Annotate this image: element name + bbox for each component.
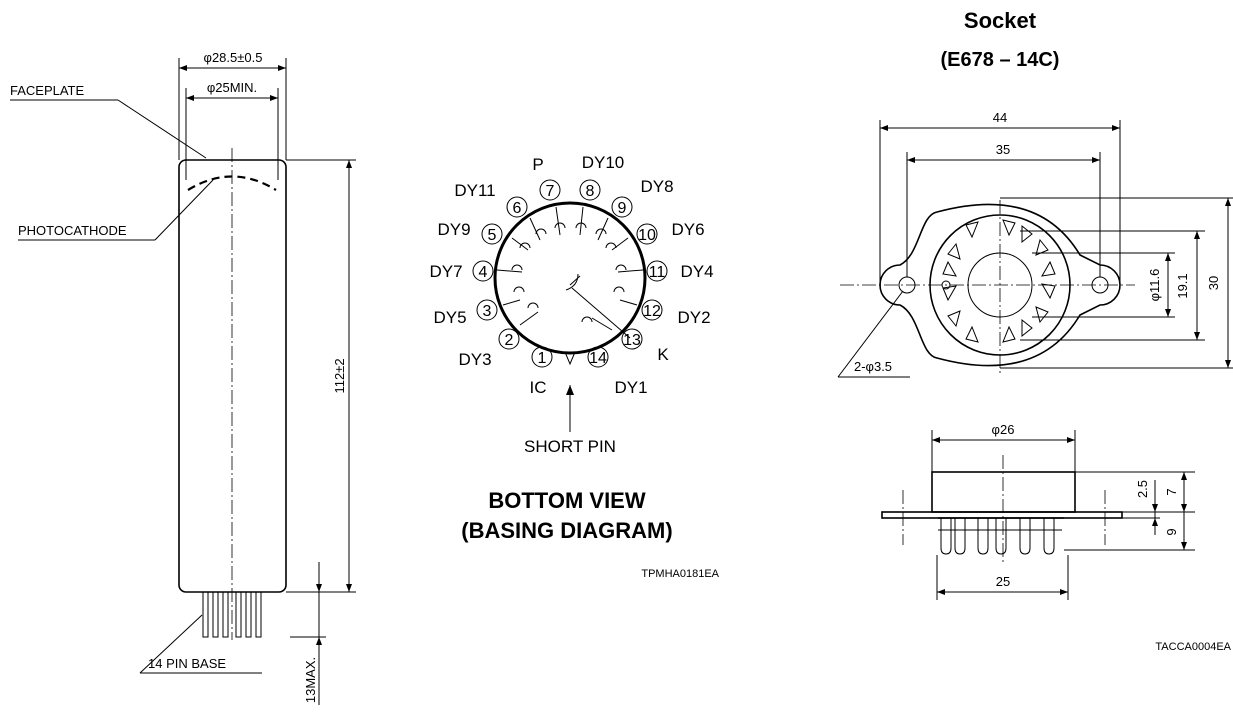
pin-number: 10 <box>638 227 656 244</box>
outer-diameter-label: φ28.5±0.5 <box>204 50 263 65</box>
pin-label-dy9: DY9 <box>437 220 470 239</box>
dim-19-label: 19.1 <box>1175 273 1190 298</box>
dim-7-label: 7 <box>1164 488 1179 495</box>
pin-number: 14 <box>589 350 607 367</box>
pin-label-dy3: DY3 <box>458 350 491 369</box>
dim-2-5-label: 2.5 <box>1135 480 1150 498</box>
dim-25-label: 25 <box>996 574 1010 589</box>
pin-number: 4 <box>479 264 488 281</box>
hole-dim-label: 2-φ3.5 <box>854 359 892 374</box>
pin-number: 11 <box>649 264 666 281</box>
dim-30-label: 30 <box>1206 276 1221 290</box>
socket-top-view <box>837 120 1233 378</box>
basing-diagram-title: (BASING DIAGRAM) <box>461 518 672 543</box>
photocathode-label: PHOTOCATHODE <box>18 223 127 238</box>
pin-label-k: K <box>657 345 669 364</box>
pin-label-dy10: DY10 <box>582 153 625 172</box>
dim-35-label: 35 <box>996 142 1010 157</box>
pin-label-dy4: DY4 <box>680 262 713 281</box>
pin-label-dy2: DY2 <box>677 308 710 327</box>
basing-circle <box>493 201 647 432</box>
pin-label-dy6: DY6 <box>671 220 704 239</box>
inner-diameter-label: φ25MIN. <box>207 80 257 95</box>
tube-outline-drawing <box>10 58 356 705</box>
short-pin-label: SHORT PIN <box>524 437 616 456</box>
pin-number: 13 <box>623 332 641 349</box>
pin-number: 5 <box>488 227 497 244</box>
length-label: 112±2 <box>332 358 347 393</box>
pin-max-label: 13MAX. <box>303 657 318 703</box>
socket-side-view <box>881 430 1195 600</box>
pin-number: 3 <box>483 303 492 320</box>
pin-number: 8 <box>586 183 595 200</box>
pin-circles <box>472 179 668 368</box>
dim-44-label: 44 <box>993 110 1007 125</box>
socket-model: (E678 – 14C) <box>941 49 1060 71</box>
socket-code: TACCA0004EA <box>1155 641 1231 653</box>
pin-number: 12 <box>643 303 661 320</box>
dim-11-6-label: φ11.6 <box>1147 269 1162 302</box>
pin-label-dy11: DY11 <box>454 181 495 200</box>
pin-label-p: P <box>532 155 543 174</box>
socket-title: Socket <box>964 8 1037 33</box>
pin-number: 6 <box>513 200 522 217</box>
pin-label-dy1: DY1 <box>614 378 647 397</box>
pin-base-label: 14 PIN BASE <box>148 656 226 671</box>
bottom-view-title: BOTTOM VIEW <box>488 488 645 513</box>
pin-number: 2 <box>505 332 514 349</box>
pin-number: 1 <box>538 350 547 367</box>
pin-label-dy8: DY8 <box>640 177 673 196</box>
pin-labels: P DY10 DY11 DY8 DY9 DY6 DY7 DY4 DY5 DY2 … <box>429 153 713 397</box>
pin-number: 7 <box>546 183 555 200</box>
basing-code: TPMHA0181EA <box>641 568 719 580</box>
pin-number: 9 <box>618 200 627 217</box>
pin-numbers: 1 2 3 4 5 6 7 8 9 10 11 12 13 14 <box>479 183 666 367</box>
faceplate-label: FACEPLATE <box>10 83 85 98</box>
pin-label-dy7: DY7 <box>429 262 462 281</box>
dim-9-label: 9 <box>1164 528 1179 535</box>
pin-label-ic: IC <box>530 378 547 397</box>
dim-26-label: φ26 <box>992 422 1015 437</box>
pin-label-dy5: DY5 <box>433 308 466 327</box>
